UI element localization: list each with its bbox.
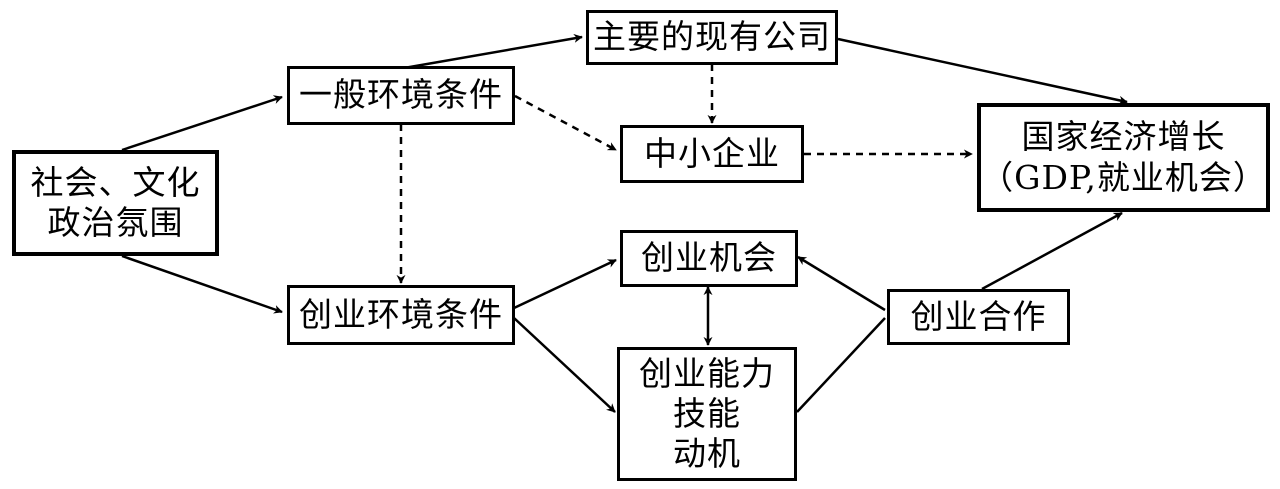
node-major-existing-firms: 主要的现有公司 <box>586 10 838 65</box>
edge-cooperation-to-opportunity <box>797 255 886 312</box>
node-capability-line-2: 技能 <box>673 393 741 433</box>
node-cooperation-label: 创业合作 <box>910 296 1047 336</box>
node-sme-label: 中小企业 <box>644 133 780 173</box>
edge-general-env-to-major-firms <box>403 33 583 70</box>
node-growth-line-2: （GDP,就业机会） <box>980 157 1267 197</box>
node-general-environment: 一般环境条件 <box>287 66 515 125</box>
node-growth-line-1: 国家经济增长 <box>1021 117 1226 157</box>
edge-general-env-to-sme <box>514 94 617 152</box>
node-startup-environment: 创业环境条件 <box>287 285 515 345</box>
node-national-economic-growth: 国家经济增长 （GDP,就业机会） <box>977 103 1270 212</box>
node-capability-line-3: 动机 <box>673 434 741 474</box>
edge-society-to-startup-env <box>121 254 283 314</box>
edge-cooperation-to-growth <box>981 211 1123 291</box>
node-startup-capability: 创业能力 技能 动机 <box>617 347 797 481</box>
edge-society-to-general-env <box>121 95 283 152</box>
node-general-env-label: 一般环境条件 <box>299 75 503 115</box>
node-small-medium-enterprises: 中小企业 <box>620 125 804 183</box>
edge-startup-env-to-capability <box>513 317 616 413</box>
node-society-line-2: 政治氛围 <box>47 203 184 242</box>
edge-major-firms-to-growth <box>837 37 1128 105</box>
node-capability-line-1: 创业能力 <box>639 353 775 393</box>
node-startup-env-label: 创业环境条件 <box>299 294 503 334</box>
node-startup-cooperation: 创业合作 <box>887 289 1070 345</box>
node-startup-opportunity: 创业机会 <box>620 230 798 287</box>
edge-startup-env-to-opportunity <box>513 258 617 310</box>
node-society-culture-politics: 社会、文化 政治氛围 <box>12 150 219 256</box>
node-major-firms-label: 主要的现有公司 <box>593 17 831 57</box>
node-opportunity-label: 创业机会 <box>641 238 777 278</box>
edge-capability-to-cooperation <box>796 317 886 413</box>
node-society-line-1: 社会、文化 <box>30 162 201 202</box>
